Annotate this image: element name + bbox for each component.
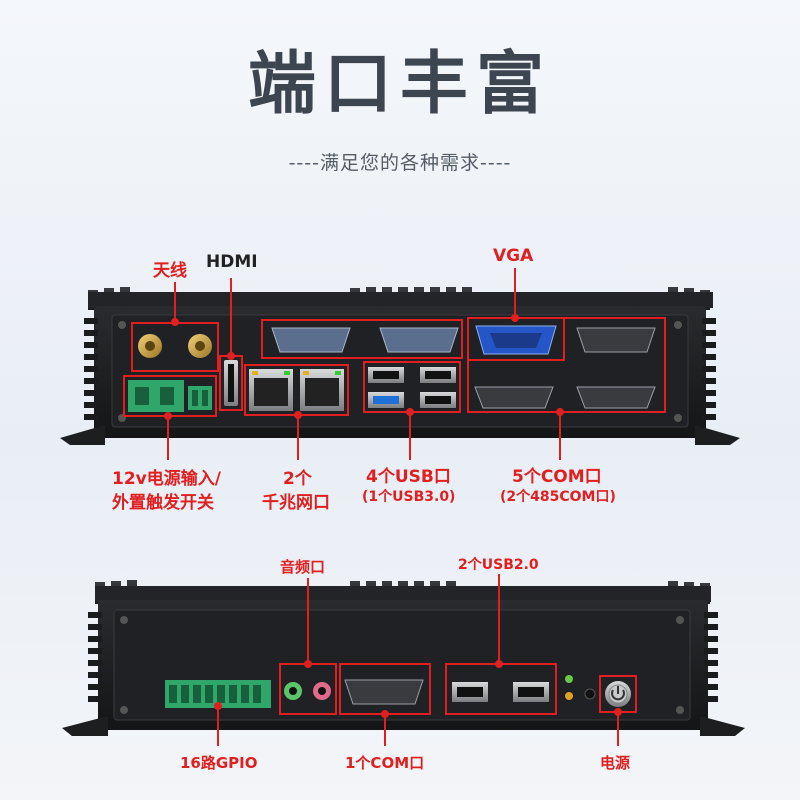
highlight-com-top [261,319,463,359]
page-title: 端口丰富 [247,45,552,124]
label-com-rear: 1个COM口 [345,754,425,772]
label-vga: VGA [493,246,534,266]
label-gpio: 16路GPIO [180,754,258,772]
hdmi-port [224,360,238,406]
label-com-2: (2个485COM口) [500,489,616,505]
label-lan-2: 千兆网口 [262,493,330,513]
label-power-input-2: 外置触发开关 [112,493,214,513]
highlight-com-right [467,317,666,413]
usb-ports-rear [452,682,549,702]
label-power: 电源 [600,754,631,772]
label-usb2: 2个USB2.0 [458,557,539,573]
power-terminal [128,380,212,412]
page-subtitle: ----满足您的各种需求---- [288,152,512,174]
com-ports-front [271,327,656,409]
antenna-connector [138,334,212,358]
lan-ports [249,369,344,411]
label-usb-1: 4个USB口 [366,467,451,487]
status-led [565,675,573,683]
front-device [60,268,740,460]
com-port-rear [344,679,424,705]
label-lan-1: 2个 [283,469,312,489]
label-hdmi: HDMI [206,252,258,272]
power-button [605,681,631,707]
vga-port [475,325,557,355]
status-led [565,692,573,700]
label-com-1: 5个COM口 [512,467,602,487]
rear-device [62,574,745,746]
audio-jacks [284,682,331,700]
usb-ports-front [368,367,456,408]
label-usb-2: (1个USB3.0) [362,489,456,505]
gpio-terminal [165,680,271,708]
label-power-input-1: 12v电源输入/ [112,469,221,489]
label-antenna: 天线 [153,261,187,281]
label-audio: 音频口 [280,558,326,576]
